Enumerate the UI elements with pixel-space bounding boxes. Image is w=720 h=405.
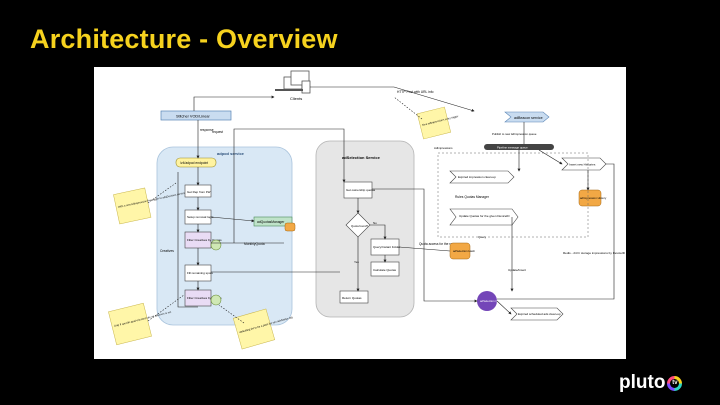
adselection-quota-db — [477, 291, 497, 311]
adpod-endpoint-box — [175, 157, 217, 168]
adimpression-history-db-icon — [578, 189, 602, 207]
adimpression-process-box — [449, 170, 515, 184]
update-quotas-label: Update Quotas for the given DeviceID — [459, 214, 510, 218]
calculate-quotas-label: Calculate Quotas — [373, 268, 397, 272]
stitcher-box — [160, 110, 232, 121]
adselection-hash-label: adSelection Hash — [453, 249, 475, 253]
pipeline-label: Pipeline message queue — [497, 146, 528, 150]
http-post-label: HTTP Post with URL info — [397, 90, 434, 94]
ad-selection-service-label: adSelection Service — [342, 155, 381, 160]
request-label: request — [212, 130, 223, 134]
adimpressions-label: AdImpressions — [434, 146, 453, 150]
sticky-note-unique — [108, 302, 152, 346]
quota-db-icon — [284, 222, 296, 232]
quota-found-label: Quota found? — [351, 224, 368, 228]
sticky-note-trigger — [113, 187, 152, 225]
start-circle — [210, 239, 222, 251]
sticky-note-adimpression — [416, 106, 452, 140]
redis-store-label: Redis - 24 hr storage impressions by Dev… — [563, 251, 626, 255]
insert-history-label: Insert new Histories — [569, 163, 596, 167]
dashed-links — [147, 96, 423, 324]
architecture-diagram: Clients Stitcher VOD/Linear request resp… — [94, 67, 626, 359]
no-label: No — [373, 221, 377, 225]
adimpression-history-label: adImpression History — [580, 196, 607, 200]
creatives-label: Creatives — [160, 249, 174, 253]
tv-badge-icon: tv — [667, 375, 683, 391]
adpod-endpoint-label: /v4/adpod endpoint — [180, 161, 208, 165]
insert-history-box — [561, 157, 607, 171]
pluto-tv-logo: pluto tv — [619, 372, 683, 394]
get-ownership-quotas-label: Get ownership quotas — [346, 188, 376, 192]
adpod-service-label: adpod service — [217, 151, 245, 156]
filter-creatives-2-label: Filter Creatives by Quotas — [187, 296, 222, 300]
response-label: response — [200, 128, 214, 132]
yes-label: Yes — [354, 260, 359, 264]
clients-devices-icon — [275, 70, 311, 94]
adpod-service-group — [156, 146, 293, 326]
expired-history-box — [510, 307, 564, 321]
sticky-note-defaulting — [232, 308, 276, 350]
expired-cleanup-label: Expired impression clean-up — [458, 175, 496, 179]
fill-remaining-label: Fill remaining spots — [187, 271, 213, 275]
ad-quota-manager-label: adQuotasManager — [257, 220, 285, 224]
return-quotas-box — [339, 290, 369, 304]
get-rep-label: Get Rep from FW — [187, 190, 211, 194]
adbeacon-service-label: adBeacon service — [514, 116, 543, 120]
pipeline-queue — [484, 144, 554, 150]
query-instant-folder-label: Query/Instant Folder — [373, 245, 400, 249]
stitcher-label: Stitcher VOD/Linear — [176, 115, 210, 119]
end-circle — [210, 294, 222, 306]
publish-label: Publish to new AdImpression queue — [492, 132, 537, 136]
right-dashed-region — [437, 152, 589, 238]
slide-title: Architecture - Overview — [30, 24, 338, 54]
diagram-svg: Clients Stitcher VOD/Linear request resp… — [108, 70, 626, 350]
monthly-quota-label: MonthlyQuota — [244, 242, 265, 246]
connectors — [177, 86, 615, 315]
rules-manager-label: Rules Quotas Manager — [455, 195, 490, 199]
adbeacon-service-box — [504, 111, 550, 123]
logo-wordmark: pluto — [619, 372, 666, 393]
filter-creatives-label: Filter Creatives by Quotas — [187, 238, 222, 242]
update-label: Update/Insert — [508, 268, 526, 272]
adselection-quota-label: adSelection Quota — [480, 299, 503, 303]
query-label: Query — [478, 235, 487, 239]
setup-removal-label: Setup removal logic — [187, 215, 214, 219]
expired-history-label: Expired scheduled ads clean-up — [518, 312, 561, 316]
return-quotas-label: Return Quotas — [342, 296, 362, 300]
quota-access-label: Quota access for the response — [419, 242, 463, 246]
clients-label: Clients — [290, 96, 302, 101]
